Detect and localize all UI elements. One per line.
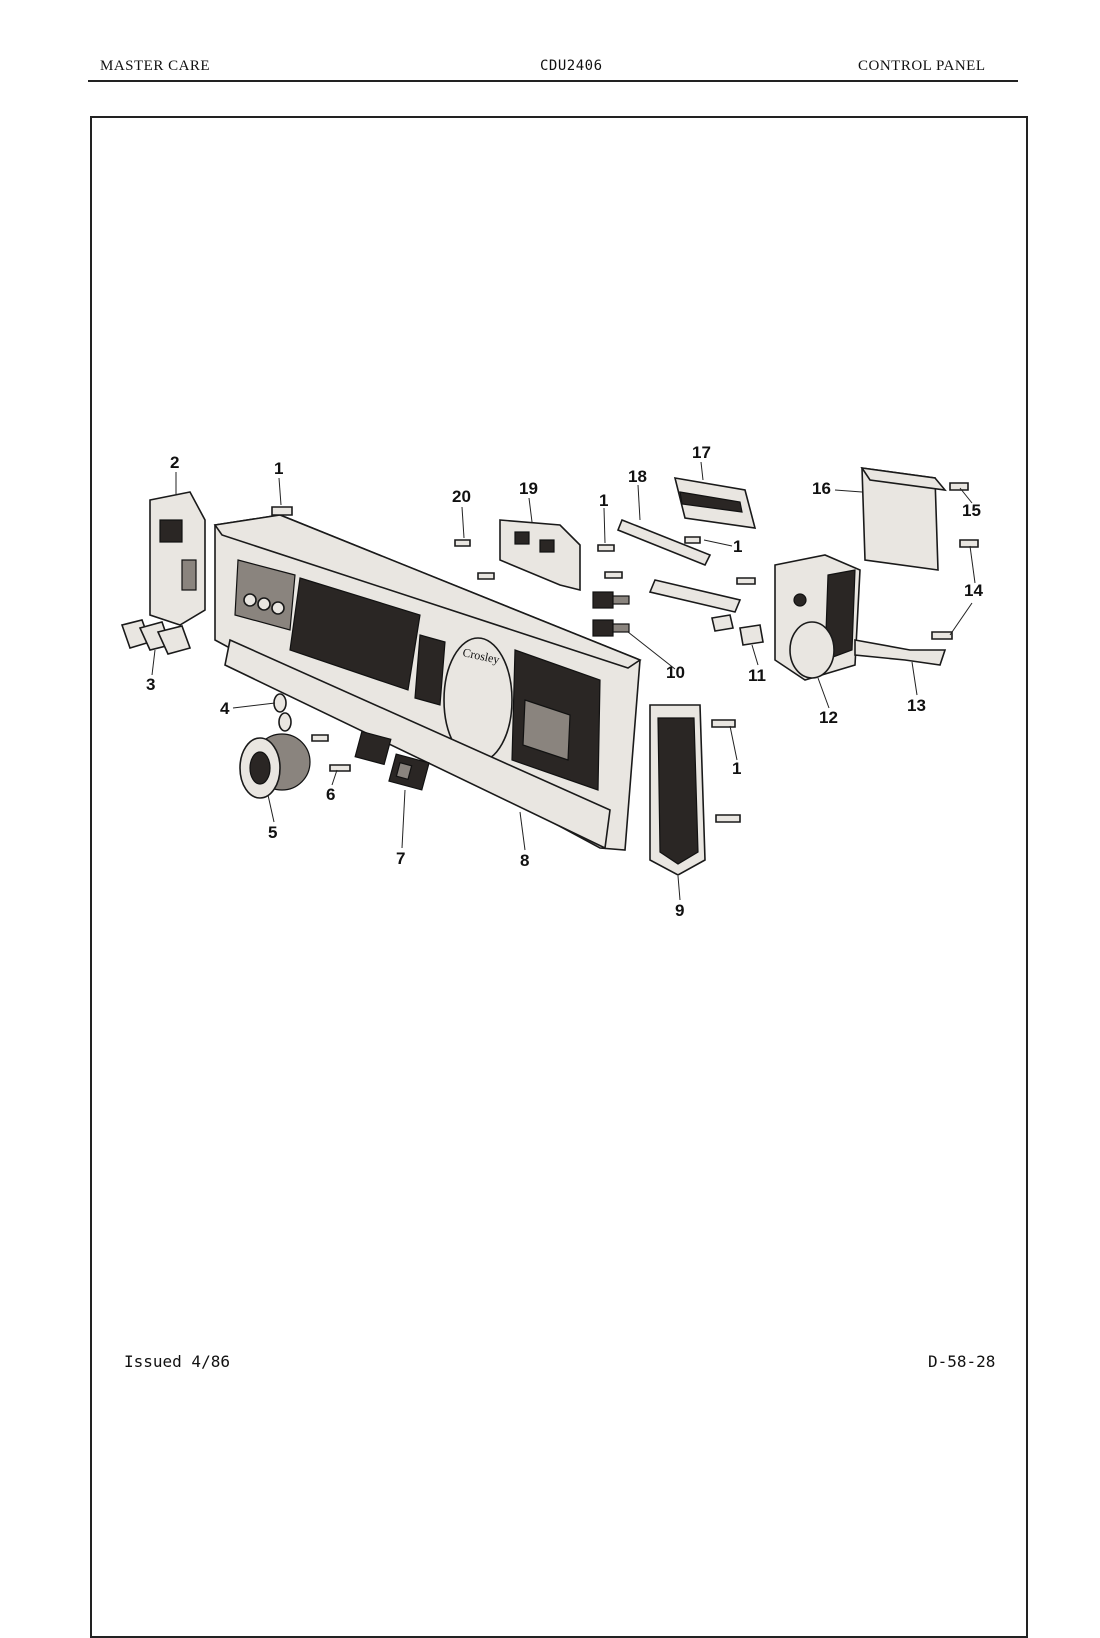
callout-label: 18 [628, 467, 647, 486]
callout-label: 14 [964, 581, 983, 600]
callout-label: 6 [326, 785, 335, 804]
part-timer-cover [860, 466, 947, 571]
part-rocker-switch [354, 730, 430, 791]
part-mounting-strip [616, 518, 742, 613]
callout-label: 8 [520, 851, 529, 870]
exploded-parts-diagram: Crosley [120, 443, 983, 920]
header-rule [88, 80, 1018, 82]
header-section-title: CONTROL PANEL [858, 58, 986, 74]
callout-label: 12 [819, 708, 838, 727]
part-timer [774, 554, 861, 681]
callout-label: 1 [599, 491, 608, 510]
callout-label: 7 [396, 849, 405, 868]
callout-label: 11 [748, 666, 766, 685]
part-end-cap-left [149, 491, 206, 626]
callout-labels: 1 2 20 19 1 18 17 1 16 15 14 3 4 10 11 1… [146, 443, 983, 920]
callout-label: 2 [170, 453, 179, 472]
callout-label: 15 [962, 501, 981, 520]
part-timer-knob [239, 733, 311, 799]
callout-label: 9 [675, 901, 684, 920]
callout-label: 19 [519, 479, 538, 498]
part-screws [271, 482, 979, 823]
callout-label: 5 [268, 823, 277, 842]
part-control-panel: Crosley [213, 514, 642, 851]
part-spacers [711, 614, 764, 646]
callout-label: 13 [907, 696, 926, 715]
callout-label: 1 [274, 459, 283, 478]
part-clips [120, 619, 192, 655]
part-terminal-block [673, 477, 757, 529]
part-lamps [273, 693, 292, 732]
callout-label: 3 [146, 675, 155, 694]
callout-label: 16 [812, 479, 831, 498]
part-end-cap-right [649, 704, 706, 876]
header-model-number: CDU2406 [540, 58, 603, 74]
footer-page-code: D-58-28 [928, 1352, 996, 1371]
header-manual-name: MASTER CARE [100, 58, 211, 74]
part-terminals [592, 591, 630, 637]
callout-label: 1 [733, 537, 742, 556]
callout-label: 4 [220, 699, 230, 718]
callout-label: 10 [666, 663, 685, 682]
part-switch-bracket [499, 519, 581, 592]
callout-label: 17 [692, 443, 711, 462]
callout-label: 20 [452, 487, 471, 506]
footer-issue-date: Issued 4/86 [124, 1352, 230, 1371]
part-timer-bracket [854, 639, 947, 666]
callout-label: 1 [732, 759, 741, 778]
callout-leaders [151, 461, 976, 901]
